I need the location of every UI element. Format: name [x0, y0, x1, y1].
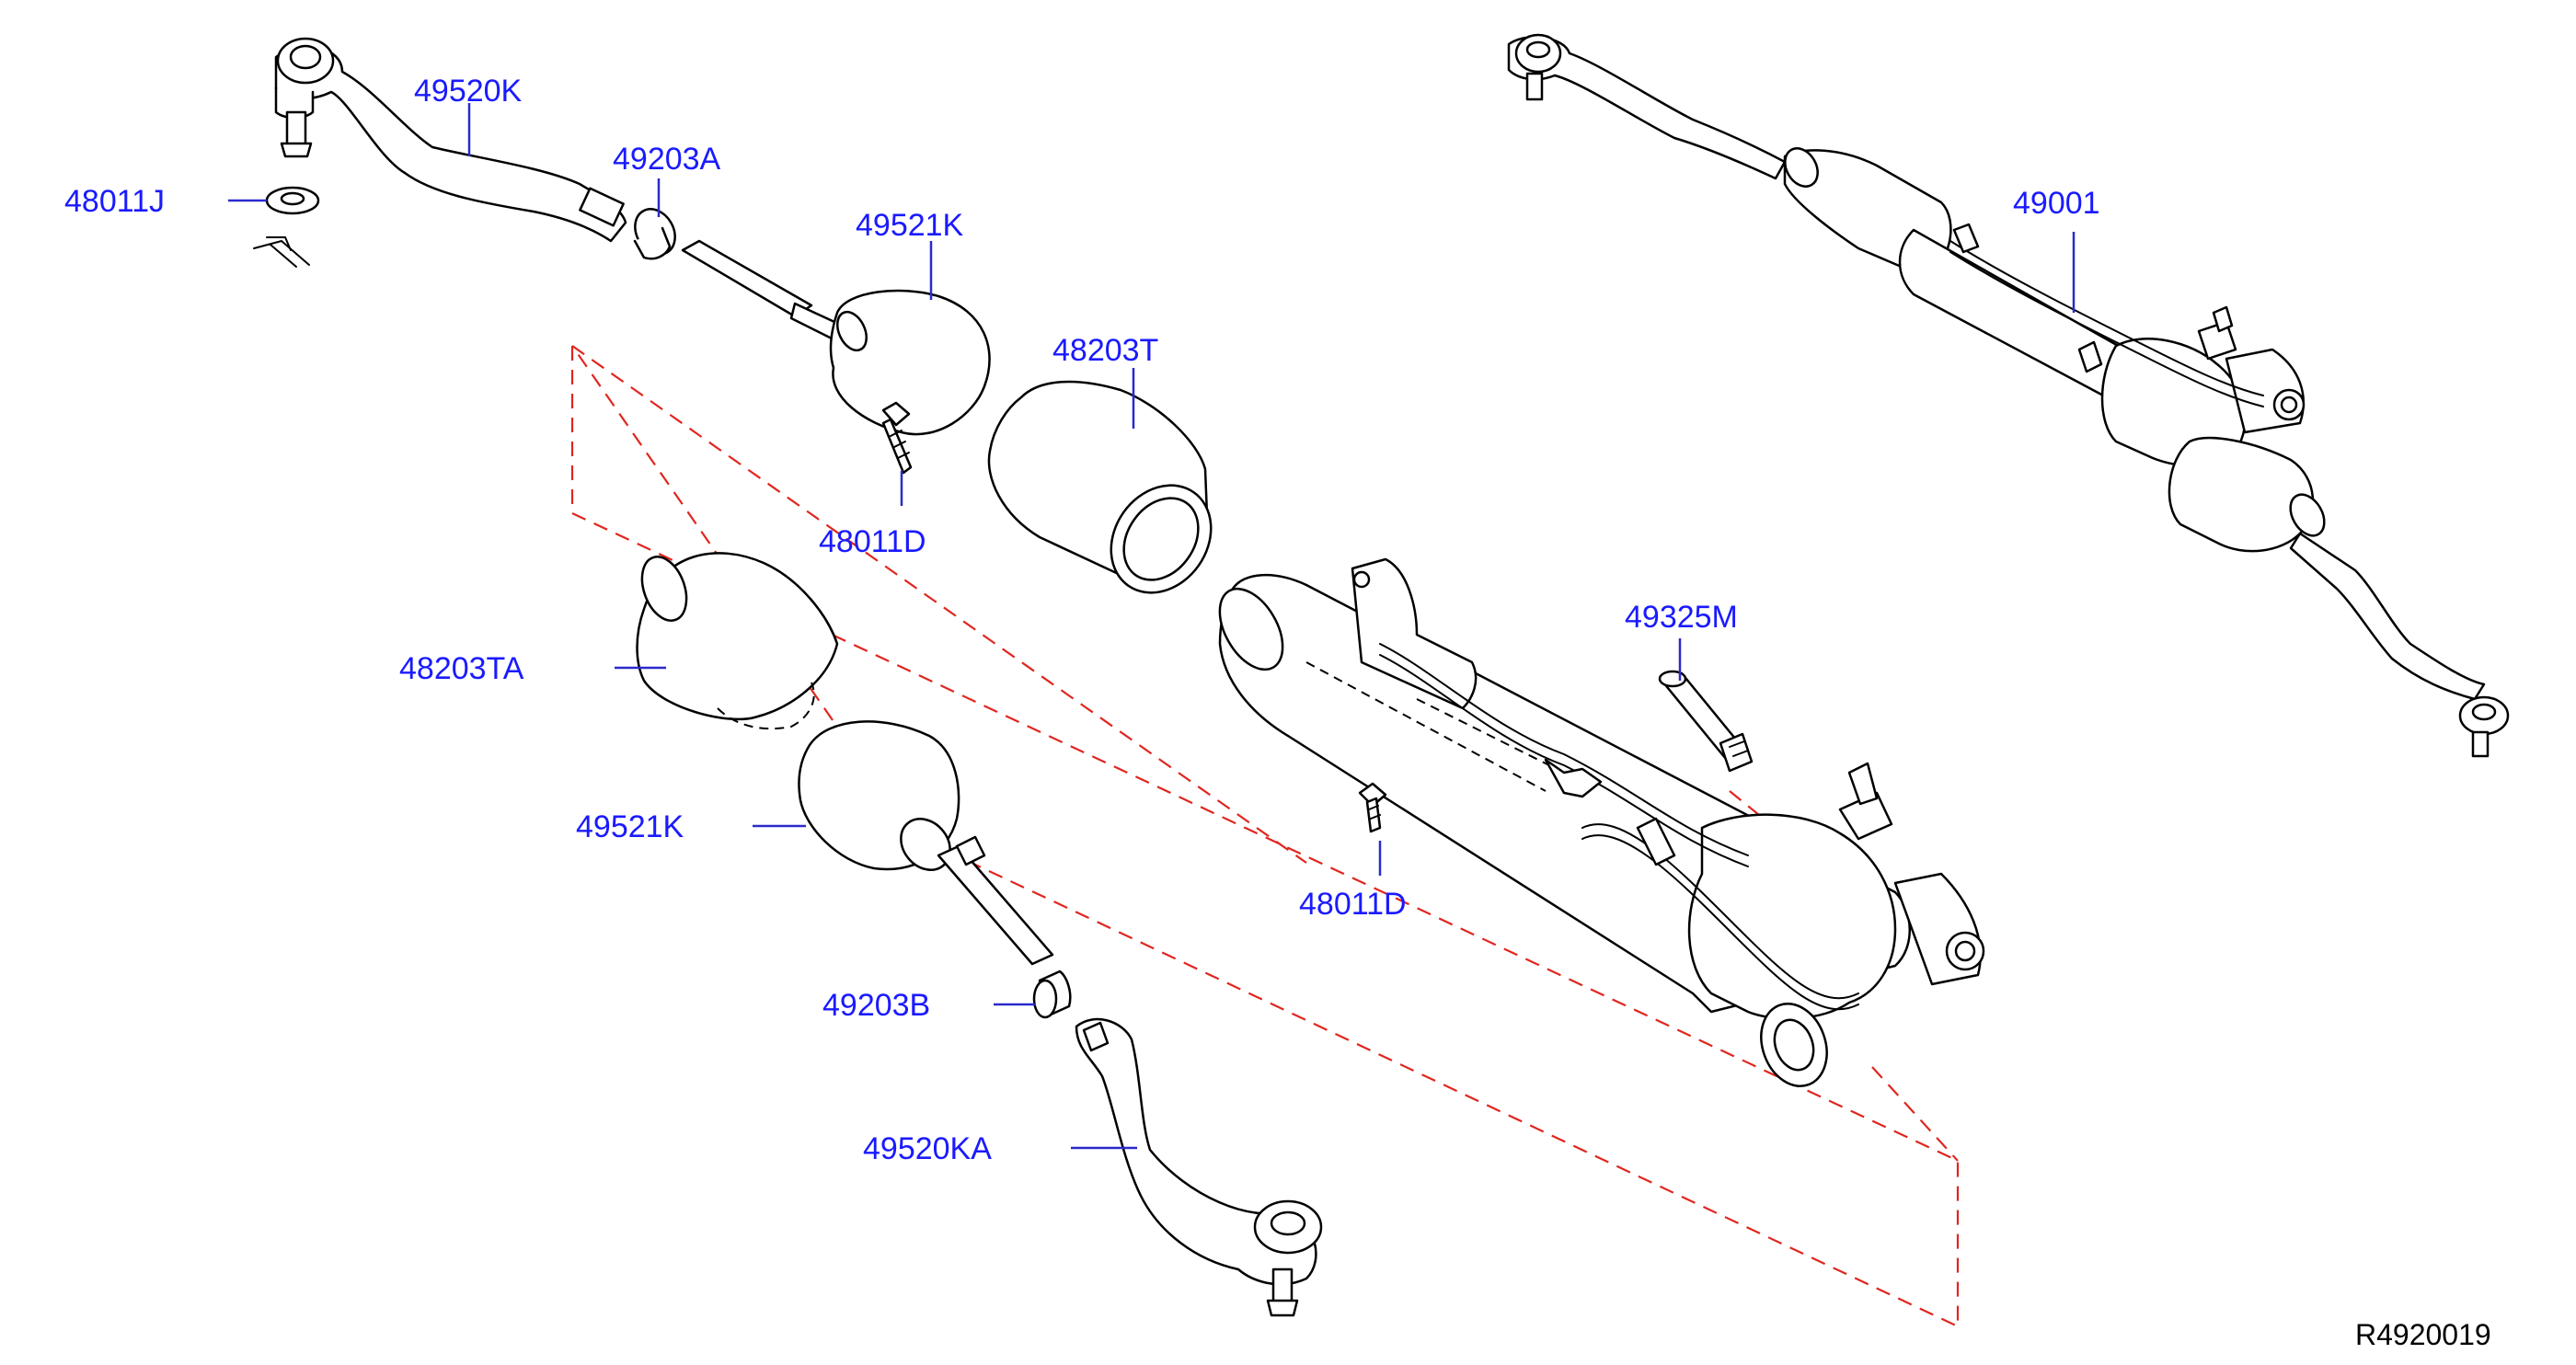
label-49001: 49001	[2013, 186, 2100, 221]
boot-upper	[987, 380, 1213, 594]
washer-and-cotter-pin	[253, 186, 320, 268]
label-49520KA: 49520KA	[863, 1131, 992, 1166]
label-48011J: 48011J	[64, 184, 165, 219]
label-49520K: 49520K	[414, 74, 523, 109]
leader-lines	[228, 103, 2076, 1150]
bolt-upper	[881, 401, 913, 475]
lock-nut-upper	[633, 208, 676, 260]
inner-socket-boot-upper	[681, 239, 991, 436]
label-48203T: 48203T	[1052, 333, 1158, 368]
label-49325M: 49325M	[1625, 600, 1738, 635]
label-48011D-upper: 48011D	[819, 524, 926, 559]
label-49521K-lower: 49521K	[576, 809, 684, 844]
tie-rod-end-lower	[1075, 1017, 1323, 1317]
label-49203A: 49203A	[613, 142, 721, 177]
label-49203B: 49203B	[822, 988, 930, 1023]
inner-socket-boot-lower	[798, 720, 1054, 966]
diagram-reference-number: R4920019	[2355, 1318, 2491, 1351]
boot-lower	[636, 552, 839, 730]
lock-nut-lower	[1032, 969, 1072, 1019]
gear-housing-center	[1218, 557, 1985, 1088]
tie-rod-end-upper	[274, 37, 627, 243]
part-labels: 49520K 49203A 48011J 49521K 48203T 48011…	[64, 74, 2100, 1166]
label-48011D-center: 48011D	[1299, 887, 1407, 922]
bolt-center	[1358, 782, 1387, 833]
label-49521K-upper: 49521K	[856, 208, 964, 243]
steering-gear-assembly	[1507, 33, 2510, 758]
hose-fitting	[1658, 670, 1754, 773]
label-48203TA: 48203TA	[399, 651, 524, 686]
